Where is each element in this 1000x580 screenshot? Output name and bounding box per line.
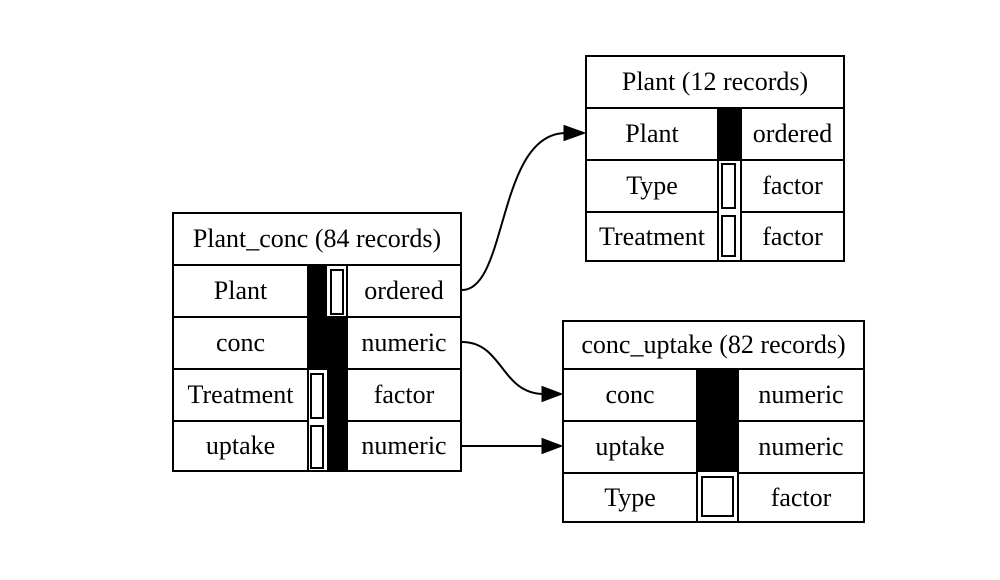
key1-indicator-bar	[307, 264, 327, 370]
key1-empty-cell	[721, 163, 736, 209]
table-conc-uptake: conc_uptake (82 records) conc uptake Typ…	[562, 320, 865, 523]
key1-empty-cell	[310, 425, 324, 469]
key2-empty-cell	[330, 269, 344, 315]
column-type-cell: factor	[346, 370, 460, 422]
column-type-cell: factor	[740, 213, 843, 260]
column-type-cell: numeric	[737, 370, 863, 422]
table-plant-conc: Plant_conc (84 records) Plant conc Treat…	[172, 212, 462, 472]
table-title: conc_uptake (82 records)	[564, 322, 863, 370]
fk-arrow-line	[461, 341, 545, 395]
fk-arrow-plant-to-plant	[461, 124, 587, 291]
key1-indicator-bar	[696, 368, 739, 472]
column-name-cell: conc	[174, 318, 309, 370]
column-type-cell: factor	[740, 161, 843, 213]
fk-arrow-conc-to-conc-uptake	[461, 341, 564, 403]
fk-arrow-line	[461, 132, 567, 291]
column-type-cell: numeric	[346, 422, 460, 470]
column-name-cell: uptake	[564, 422, 698, 474]
column-type-cell: numeric	[346, 318, 460, 370]
key1-empty-cell	[310, 373, 324, 419]
table-plant: Plant (12 records) Plant Type Treatment …	[585, 55, 845, 262]
column-type-cell: factor	[737, 474, 863, 521]
key2-indicator-bar	[327, 316, 346, 470]
fk-arrow-uptake-to-conc-uptake	[462, 437, 564, 455]
table-title: Plant (12 records)	[587, 57, 843, 109]
column-type-cell: ordered	[346, 266, 460, 318]
column-type-cell: ordered	[740, 109, 843, 161]
column-name-cell: Type	[564, 474, 698, 521]
key1-indicator-bar	[717, 107, 740, 161]
table-title: Plant_conc (84 records)	[174, 214, 460, 266]
column-name-cell: Treatment	[174, 370, 309, 422]
column-type-cell: numeric	[737, 422, 863, 474]
fk-arrowhead	[563, 124, 587, 142]
key1-empty-cell	[701, 476, 734, 517]
column-name-cell: uptake	[174, 422, 309, 470]
column-name-cell: Plant	[174, 266, 309, 318]
key1-empty-cell	[721, 215, 736, 257]
column-name-cell: Type	[587, 161, 719, 213]
fk-arrowhead	[541, 437, 564, 455]
column-name-cell: Treatment	[587, 213, 719, 260]
column-name-cell: conc	[564, 370, 698, 422]
column-name-cell: Plant	[587, 109, 719, 161]
fk-arrowhead	[541, 385, 564, 403]
